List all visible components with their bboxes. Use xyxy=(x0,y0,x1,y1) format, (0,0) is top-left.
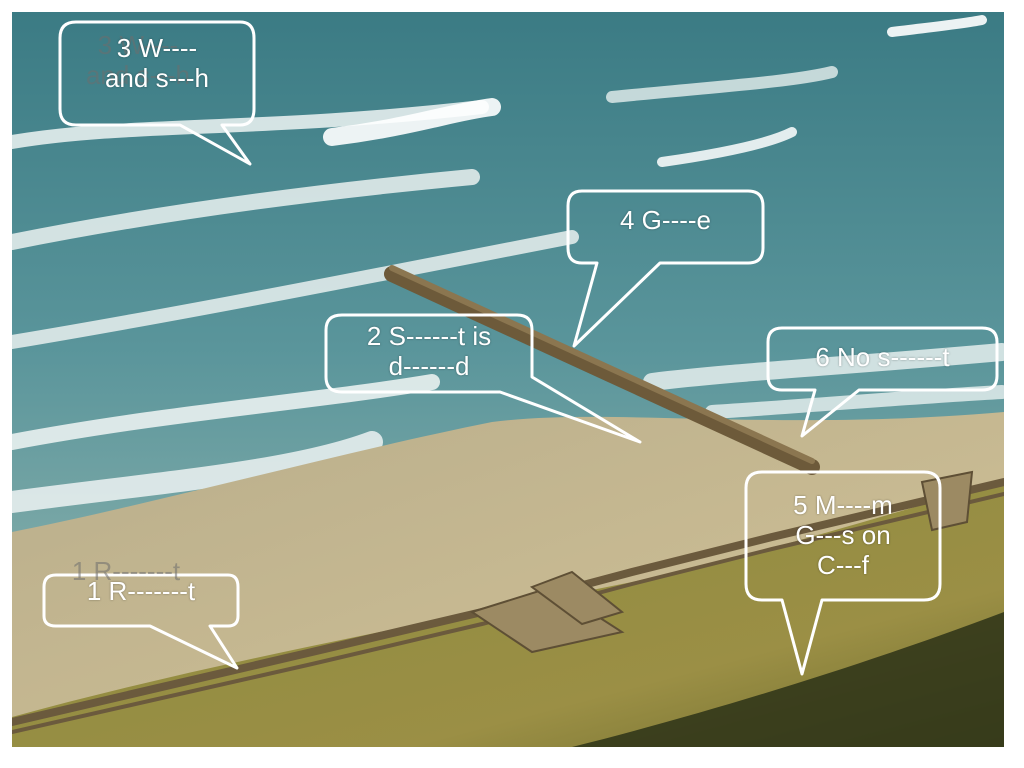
beach-photo xyxy=(12,12,1004,747)
callout-2-label: 2 S------t is d------d xyxy=(366,321,492,381)
callout-4-bubble xyxy=(566,189,765,348)
waves xyxy=(12,15,1004,513)
callout-3-shadow-label: 3 W---- and s---h xyxy=(85,30,191,90)
callout-5-bubble xyxy=(744,470,942,676)
callout-6-label: 6 No s------t xyxy=(815,342,950,372)
groyne xyxy=(384,265,820,475)
cliff-shadow xyxy=(572,612,1004,747)
callout-1-bubble xyxy=(42,573,240,670)
callout-5-label: 5 M----m G---s on C---f xyxy=(793,490,893,580)
callout-3-label: 3 W---- and s---h xyxy=(104,33,210,93)
callout-2-bubble xyxy=(324,313,642,444)
beach-steps xyxy=(469,470,974,654)
callout-1-label: 1 R-------t xyxy=(86,576,196,606)
callout-6-bubble xyxy=(766,326,999,438)
callout-4-label: 4 G----e xyxy=(620,205,711,235)
callout-1-shadow-label: 1 R-------t xyxy=(71,556,181,586)
callout-3-bubble xyxy=(58,20,256,166)
